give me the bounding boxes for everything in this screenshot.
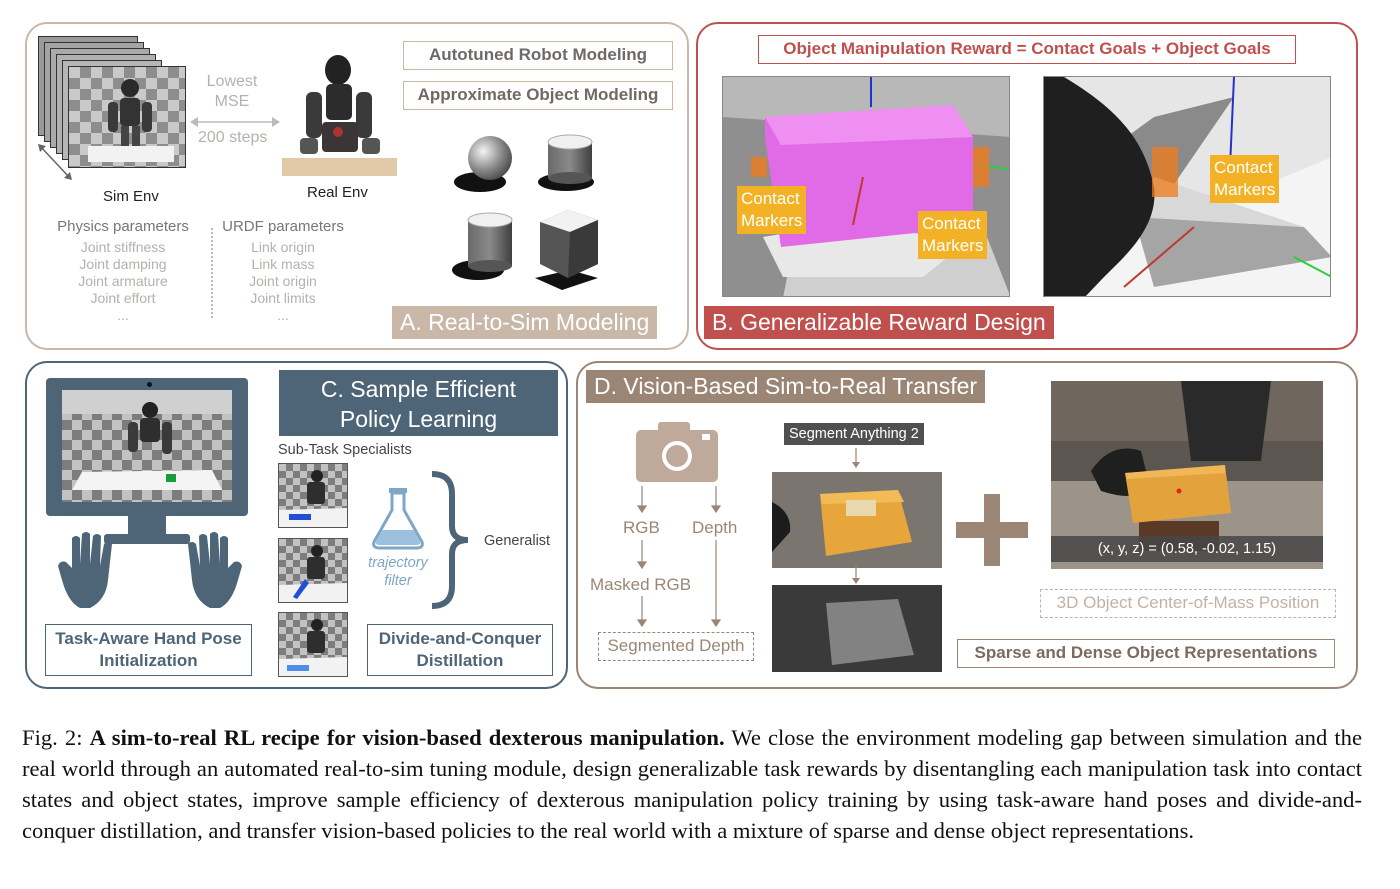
pipeline-arrows [636, 486, 722, 628]
panel-a-real-to-sim [25, 22, 689, 350]
physics-item: Joint damping [79, 256, 167, 272]
real-env-label: Real Env [307, 184, 368, 201]
flask-icon [372, 488, 424, 550]
masked-rgb-label: Masked RGB [590, 575, 692, 594]
panel-d-sim-to-real [576, 361, 1358, 689]
urdf-item: ... [277, 307, 289, 323]
sub-task-specialists-label: Sub-Task Specialists [278, 442, 412, 458]
specialist-thumbnail [278, 612, 348, 677]
real-env-photo [282, 52, 397, 176]
sim-env-label: Sim Env [103, 188, 159, 205]
coordinates-readout: (x, y, z) = (0.58, -0.02, 1.15) [1051, 536, 1323, 562]
panel-b-reward-design [696, 22, 1358, 350]
contact-markers-label: Contact Markers [918, 211, 988, 259]
autotuned-robot-modeling-label: Autotuned Robot Modeling [403, 41, 673, 70]
primitive-shapes [452, 134, 598, 290]
reward-equation: Object Manipulation Reward = Contact Goa… [758, 35, 1296, 64]
mse-arrow-icon [190, 117, 280, 127]
curly-brace [431, 471, 469, 609]
reward-sim-image-2 [1043, 76, 1331, 297]
panel-d-tag: D. Vision-Based Sim-to-Real Transfer [586, 370, 986, 403]
physics-item: Joint effort [90, 290, 156, 306]
divide-and-conquer-box: Divide-and-Conquer Distillation [367, 624, 553, 676]
urdf-parameters-title: URDF parameters [222, 218, 344, 235]
plus-icon [956, 494, 1028, 566]
segmented-depth-label: Segmented Depth [598, 632, 754, 661]
panel-b-tag: B. Generalizable Reward Design [704, 306, 1054, 339]
contact-markers-label: Contact Markers [737, 186, 807, 234]
left-hand-icon [58, 532, 112, 608]
segmented-depth-image [772, 585, 942, 672]
urdf-item: Link origin [251, 239, 315, 255]
sphere-shape [468, 136, 512, 180]
physics-item: ... [117, 307, 129, 323]
steps-label: 200 steps [198, 129, 268, 146]
specialist-thumbnail [278, 463, 348, 528]
caption-title: A sim-to-real RL recipe for vision-based… [89, 725, 725, 750]
rgb-label: RGB [623, 518, 660, 537]
depth-label: Depth [692, 518, 738, 537]
urdf-item: Joint limits [250, 290, 316, 306]
cylinder-tall-shape [468, 220, 512, 266]
param-divider [211, 228, 213, 318]
urdf-parameters-list: URDF parameters Link origin Link mass Jo… [218, 218, 348, 324]
contact-markers-label: Contact Markers [1210, 155, 1280, 203]
panel-a-tag: A. Real-to-Sim Modeling [392, 306, 658, 339]
task-aware-hand-pose-box: Task-Aware Hand Pose Initialization [45, 624, 252, 676]
specialist-thumbnail [278, 538, 348, 603]
physics-item: Joint armature [78, 273, 168, 289]
real-box-object [1125, 465, 1231, 523]
caption-body: We close the environment modeling gap be… [22, 725, 1362, 843]
approximate-object-modeling-label: Approximate Object Modeling [403, 81, 673, 110]
double-arrow-icon [38, 144, 72, 180]
panel-c-policy-learning [25, 361, 568, 689]
sam-arrow-icon [852, 448, 860, 468]
caption-prefix: Fig. 2: [22, 725, 90, 750]
masked-rgb-photo [772, 472, 942, 568]
segment-anything-label: Segment Anything 2 [784, 423, 924, 445]
sparse-dense-label: Sparse and Dense Object Representations [957, 639, 1335, 668]
panel-c-tag: C. Sample Efficient Policy Learning [279, 370, 558, 436]
box-object [820, 490, 912, 556]
physics-parameters-list: Physics parameters Joint stiffness Joint… [50, 218, 196, 324]
depth-arrow-icon [852, 566, 860, 584]
generalist-label: Generalist [484, 533, 551, 549]
figure-caption: Fig. 2: A sim-to-real RL recipe for visi… [22, 722, 1362, 846]
urdf-item: Link mass [251, 256, 315, 272]
physics-item: Joint stiffness [80, 239, 166, 255]
trajectory-filter-label: trajectory filter [368, 555, 428, 589]
urdf-item: Joint origin [249, 273, 317, 289]
com-position-label: 3D Object Center-of-Mass Position [1040, 589, 1336, 618]
camera-icon [636, 422, 718, 482]
mse-label: Lowest MSE [206, 73, 258, 110]
physics-parameters-title: Physics parameters [57, 218, 189, 235]
right-hand-icon [188, 532, 242, 608]
